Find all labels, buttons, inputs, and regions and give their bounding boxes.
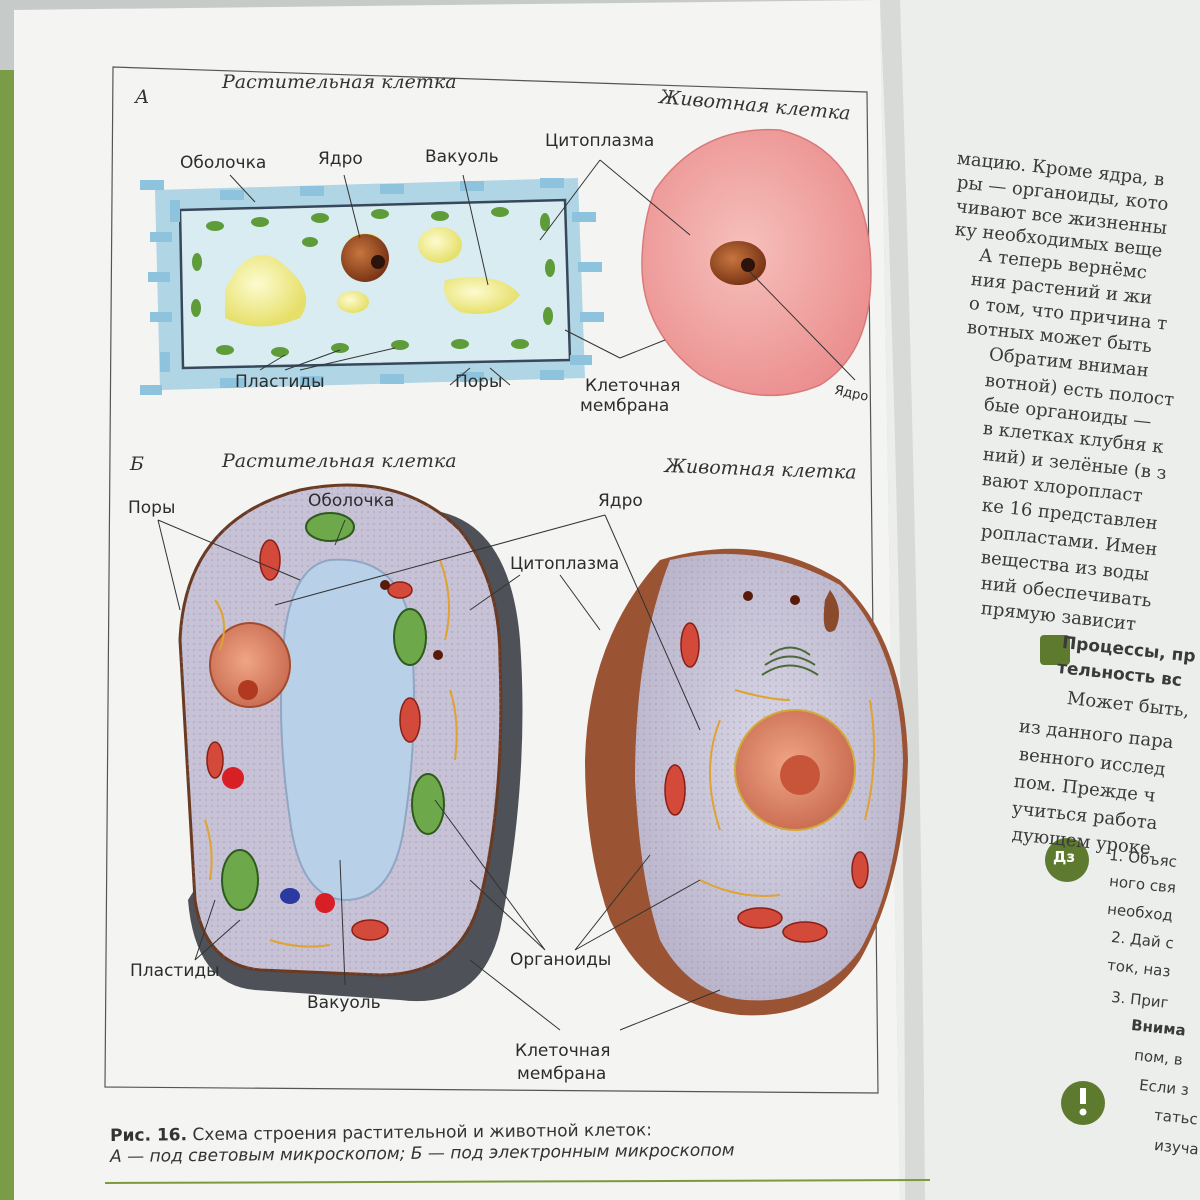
label-b-vakuol: Вакуоль	[307, 993, 381, 1013]
panel-a-letter: А	[135, 86, 150, 108]
label-b-plastidy: Пластиды	[130, 961, 220, 981]
plant-cell-light	[140, 178, 604, 395]
panel-a-plant-title: Растительная клетка	[222, 71, 457, 93]
label-a-yadro: Ядро	[318, 149, 363, 169]
label-a-membrana-2: мембрана	[580, 396, 670, 416]
plant-central-vacuole-b	[280, 558, 415, 902]
plant-vacuole-3	[337, 291, 369, 313]
processes-icon	[1040, 635, 1070, 665]
label-b-membrana-1: Клеточная	[515, 1041, 611, 1061]
figure-number: Рис. 16.	[110, 1125, 188, 1146]
plant-organelle-red-1	[222, 767, 244, 789]
right-att-line-4: изуча	[1153, 1136, 1200, 1159]
plant-nucleus-a	[341, 234, 389, 282]
plant-organelle-dark-2	[433, 650, 443, 660]
right-att-line-3: татьс	[1153, 1106, 1199, 1129]
leaders-panel-b	[157, 514, 721, 1031]
plant-mitochondria-b	[206, 539, 421, 941]
animal-membrane-notch	[823, 590, 839, 632]
label-a-tsitoplazma: Цитоплазма	[545, 131, 655, 151]
caption-rule	[104, 1179, 931, 1184]
panel-b-letter: Б	[130, 453, 144, 475]
plant-organelle-red-2	[315, 893, 335, 913]
label-a-pory: Поры	[455, 372, 503, 392]
plant-er-b	[204, 559, 458, 948]
label-a-vakuol: Вакуоль	[425, 147, 499, 167]
animal-nucleolus-a	[741, 258, 755, 272]
plant-nucleolus-b	[238, 680, 258, 700]
book-gutter	[880, 0, 925, 1200]
label-b-pory: Поры	[128, 498, 176, 518]
plant-chloroplasts-b	[221, 512, 445, 911]
animal-er-b	[699, 689, 875, 897]
panel-b-plant-title: Растительная клетка	[222, 450, 457, 472]
label-b-tsitoplazma: Цитоплазма	[510, 554, 620, 574]
label-a-obolochka: Оболочка	[180, 153, 267, 173]
label-b-obolochka: Оболочка	[308, 491, 395, 511]
plant-nucleus-b	[209, 622, 291, 708]
plant-organelle-dark	[380, 580, 390, 590]
animal-golgi-b	[761, 646, 819, 676]
animal-organelle-dark-2	[790, 595, 800, 605]
homework-icon	[1045, 838, 1089, 882]
homework-icon-label: Дз	[1053, 848, 1076, 866]
animal-organelle-dark	[743, 591, 753, 601]
animal-mitochondria-b	[664, 622, 869, 943]
figure-frame	[104, 66, 879, 1094]
plant-nucleolus-a	[371, 255, 385, 269]
label-b-membrana-2: мембрана	[517, 1064, 607, 1084]
plant-vacuole-1	[225, 255, 307, 327]
book-cover-edge	[0, 70, 14, 1200]
plant-vacuole-4	[418, 227, 462, 263]
right-page	[880, 0, 1200, 1200]
leaders-panel-a	[229, 159, 856, 386]
plant-organelle-blue	[280, 888, 300, 904]
plant-cell-electron	[178, 483, 523, 1002]
label-b-yadro: Ядро	[598, 491, 643, 511]
plant-vacuole-5	[444, 277, 520, 314]
animal-nucleolus-b	[780, 755, 820, 795]
plant-cell-plastids	[191, 207, 555, 357]
attention-icon-dot	[1079, 1108, 1087, 1116]
label-a-plastidy: Пластиды	[235, 372, 325, 392]
animal-nucleus-a	[710, 241, 766, 285]
plant-cell-wall-pores	[140, 178, 604, 395]
label-a-membrana-1: Клеточная	[585, 376, 681, 396]
animal-cell-electron	[585, 548, 908, 1016]
attention-icon-bar	[1080, 1088, 1086, 1104]
label-b-organoidy: Органоиды	[510, 950, 612, 970]
